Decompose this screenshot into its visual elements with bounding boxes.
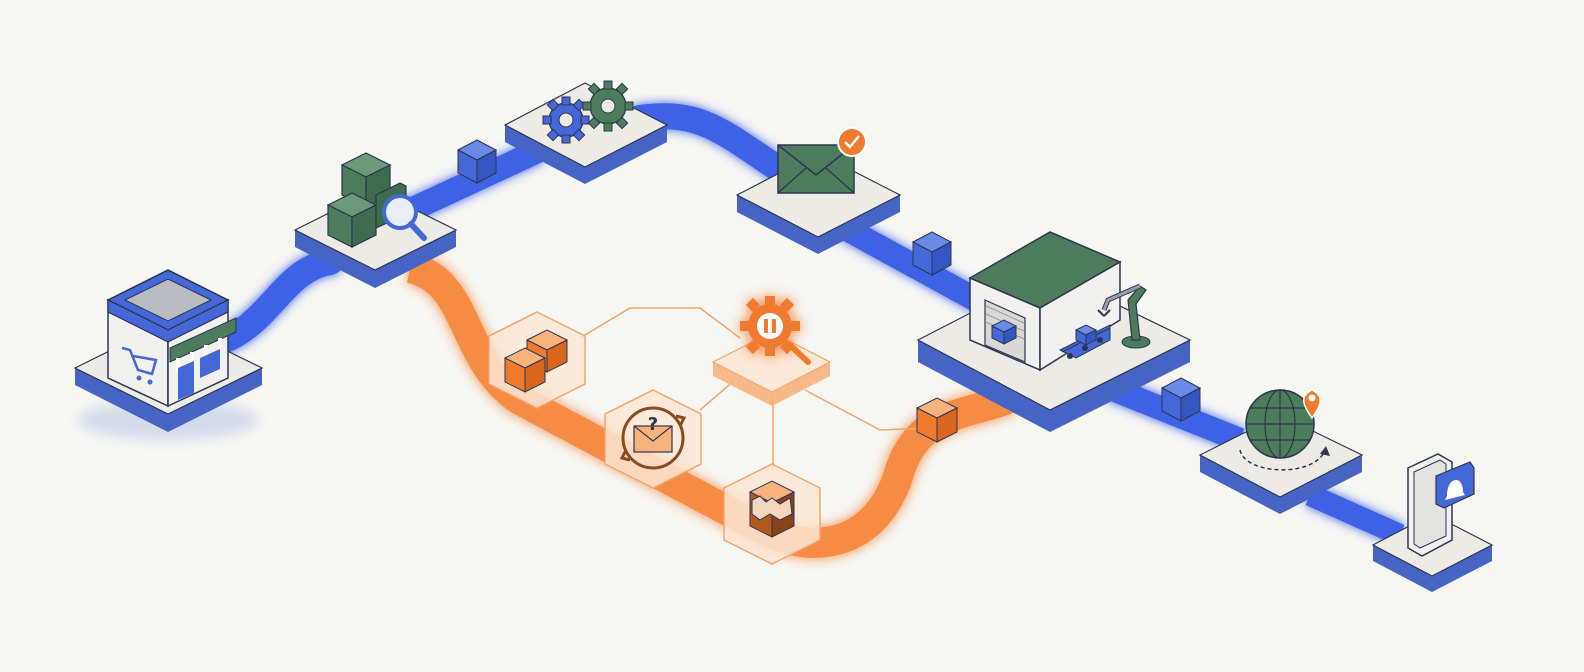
stacked-boxes-icon [503, 329, 569, 393]
broken-box-icon [748, 480, 796, 538]
path-store-to-inventory [197, 249, 343, 358]
path-exception-main [405, 253, 1016, 558]
node-mobile-notification[interactable] [1371, 453, 1494, 592]
exception-flow-paths [405, 253, 1016, 558]
parcel-icon [456, 139, 498, 184]
parcel-3 [1160, 377, 1202, 422]
node-confirmation[interactable] [735, 127, 902, 254]
storefront-cart-icon [106, 269, 237, 408]
phone-notification-icon [1407, 453, 1475, 557]
path-processing-to-confirmation [627, 103, 793, 183]
parcel-1 [456, 139, 498, 184]
parcel-2 [911, 231, 953, 276]
parcel-icon [911, 231, 953, 276]
node-inventory-check[interactable] [293, 152, 458, 288]
gears-icon [542, 80, 634, 144]
node-fulfillment-center[interactable] [916, 231, 1192, 432]
globe-location-icon [1239, 389, 1330, 471]
node-paused-processing[interactable] [711, 296, 832, 406]
node-customer-query[interactable]: ? [604, 389, 702, 489]
node-global-shipping[interactable] [1198, 389, 1364, 514]
warehouse-robot-arm-icon [968, 231, 1151, 372]
question-mark-glyph: ? [648, 414, 658, 435]
node-damaged-package[interactable] [723, 463, 821, 565]
path-globe-to-phone [1305, 484, 1405, 546]
node-storefront[interactable] [73, 269, 264, 440]
envelope-question-cycle-icon: ? [619, 406, 687, 470]
pause-gear-magnifier-icon [740, 296, 811, 365]
boxes-magnifier-icon [326, 152, 427, 248]
parcel-4 [915, 397, 959, 443]
path-inventory-to-processing [394, 139, 546, 226]
connector-pause-to-query [699, 379, 736, 411]
parcel-icon [1160, 377, 1202, 422]
parcel-icon [915, 397, 959, 443]
envelope-check-icon [777, 127, 867, 194]
node-split-shipment[interactable] [488, 311, 586, 409]
connector-split-to-pause [579, 307, 741, 339]
node-processing[interactable] [503, 80, 669, 184]
